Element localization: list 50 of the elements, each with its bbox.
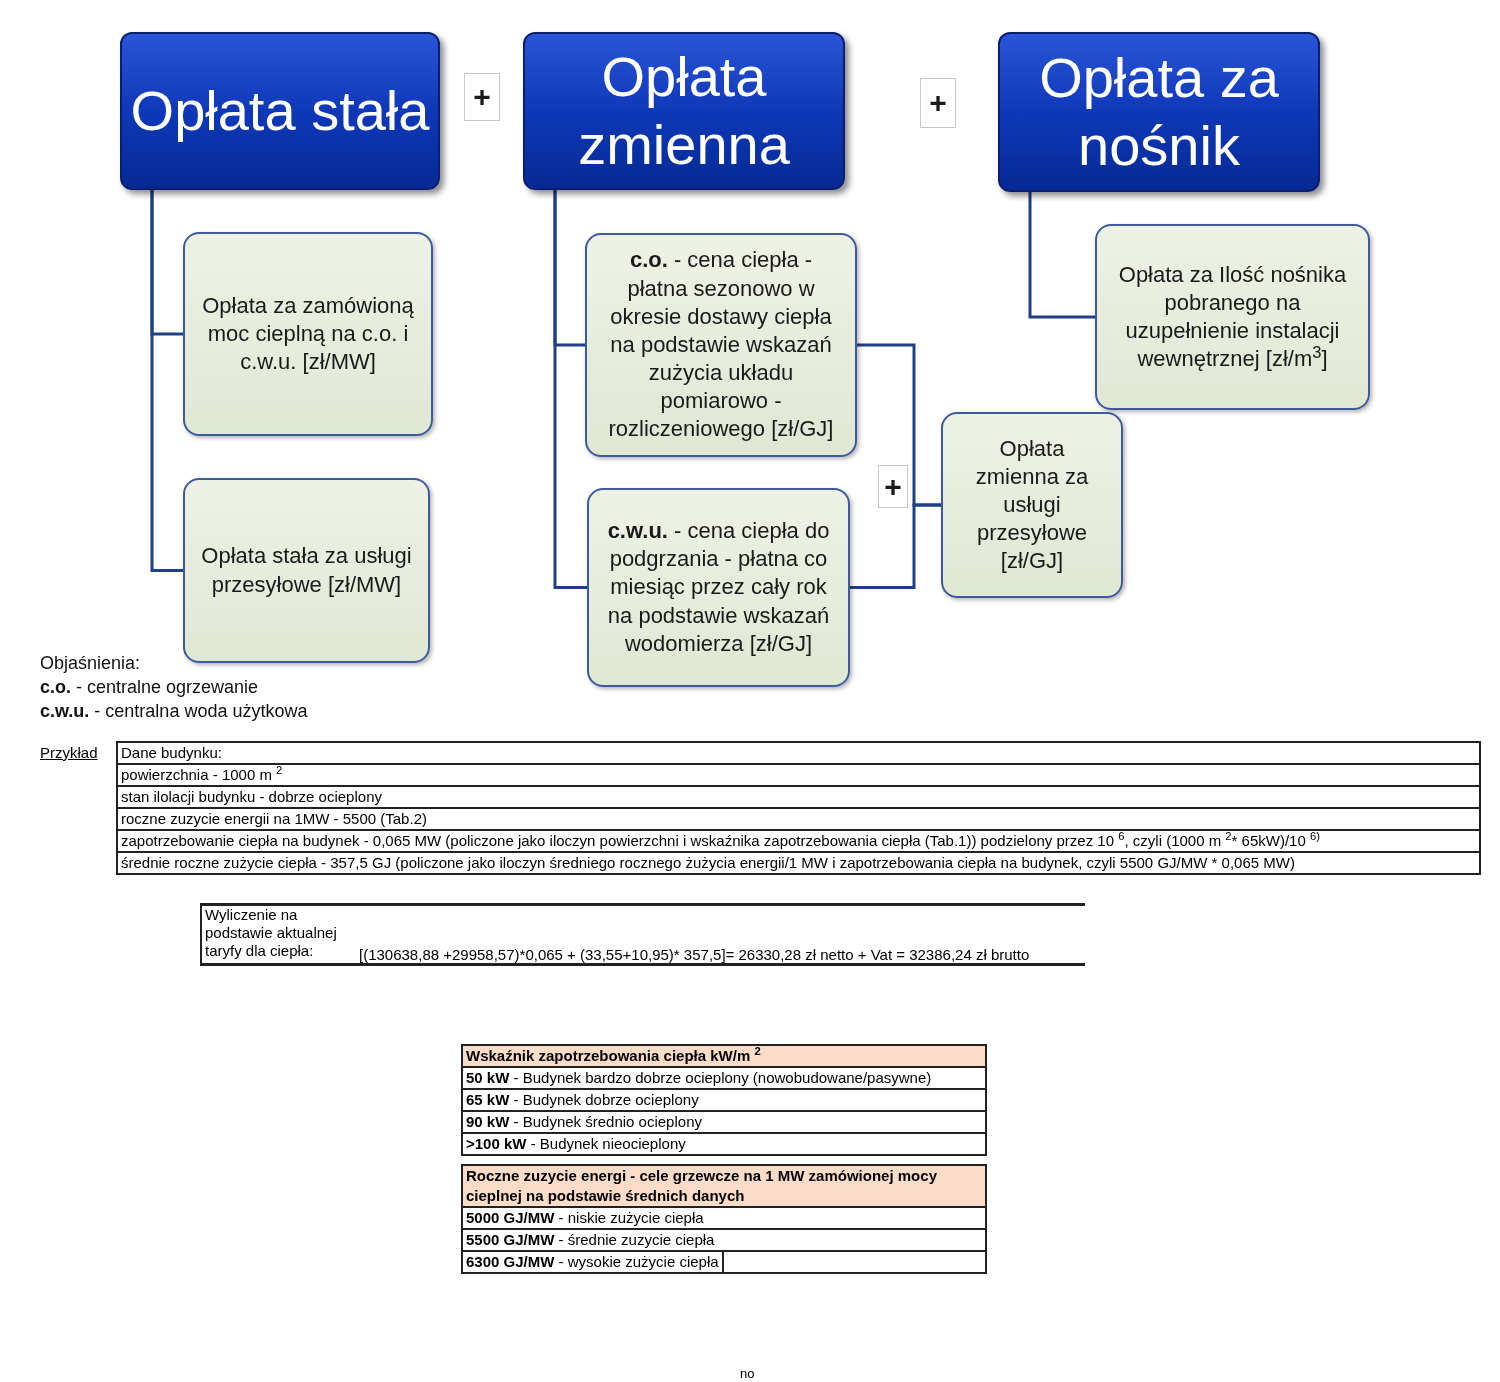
calculation-label: Wyliczenie na podstawie aktualnej taryfy dla ciepła: (205, 906, 338, 960)
header-box (120, 32, 440, 190)
plus-sign-box (878, 465, 908, 508)
process-box (941, 412, 1123, 598)
table-header: Roczne zuzycie energi - cele grzewcze na 1 MW zamówionej mocy cieplnej na podstawie średnich danych (463, 1166, 985, 1206)
table-cell: >100 kW - Budynek nieocieplony (463, 1132, 985, 1154)
table-cell: 6300 GJ/MW - wysokie zużycie ciepła (463, 1252, 724, 1272)
box-text: c.o. - cena ciepła - płatna sezonowo w okresie dostawy ciepła na podstawie wskazań zużycia układu pomiarowo - rozliczeniowego [zł/GJ] (607, 246, 835, 444)
process-box (183, 232, 433, 436)
table-cell: zapotrzebowanie ciepła na budynek - 0,065 MW (policzone jako iloczyn powierzchni i wskaźnika zapotrzebowania ciepła (Tab.1)) podzielony przez 10 $^{6}$, czyli (1000 m $^{2}$* 65kW)/10 $^{6)}$ (118, 829, 1479, 851)
box-text: Opłata stała (130, 77, 430, 144)
table-cell: 65 kW - Budynek dobrze ocieplony (463, 1088, 985, 1110)
table-cell: średnie roczne zużycie ciepła - 357,5 GJ (policzone jako iloczyn średniego rocznego żużycia energii/1 MW i zapotrzebowania ciepła na budynek, czyli 5500 GJ/MW * 0,065 MW) (118, 851, 1479, 873)
connector-line (850, 503, 941, 589)
section-label: Przykład (40, 743, 98, 763)
box-text: Opłata za zamówioną moc cieplną na c.o. i c.w.u. [zł/MW] (201, 291, 415, 377)
box-text: Opłata stała za usługi przesyłowe [zł/MW] (200, 542, 413, 599)
table-cell-text: 5000 GJ/MW - niskie zużycie ciepła (465, 1208, 705, 1228)
table-cell: 50 kW - Budynek bardzo dobrze ocieplony (nowobudowane/pasywne) (463, 1066, 985, 1088)
plus-sign: + (929, 88, 947, 118)
table-cell: powierzchnia - 1000 m $^{2}$ (118, 763, 1479, 785)
box-text: Opłata za Ilość nośnika pobranego na uzupełnienie instalacji wewnętrznej [zł/m$^{3}$] (1117, 260, 1348, 374)
connector-line (150, 190, 183, 572)
table-cell: 90 kW - Budynek średnio ocieplony (463, 1110, 985, 1132)
process-box (1095, 224, 1370, 410)
box-text: Opłata za nośnik (1038, 44, 1280, 179)
plus-sign: + (473, 82, 491, 112)
header-box (998, 32, 1320, 192)
table-header: Wskaźnik zapotrzebowania ciepła kW/m $^{2}$ (463, 1046, 985, 1066)
plus-sign-box (920, 78, 956, 128)
page-note: no (740, 1366, 755, 1381)
process-box (183, 478, 430, 663)
process-box (587, 488, 850, 687)
box-text: Opłata zmienna za usługi przesyłowe [zł/GJ] (974, 434, 1090, 576)
calculation-formula: [(130638,88 +29958,57)*0,065 + (33,55+10,95)* 357,5]= 26330,28 zł netto + Vat = 32386,24 zł brutto (359, 946, 1030, 964)
legend-note: Objaśnienia: (40, 652, 142, 675)
legend-note: c.o. - centralne ogrzewanie (40, 676, 260, 699)
plus-sign: + (884, 471, 902, 502)
header-box (523, 32, 845, 190)
table-cell-text: 5500 GJ/MW - średnie zuzycie ciepła (465, 1230, 716, 1250)
process-box (585, 233, 857, 457)
box-text: c.w.u. - cena ciepła do podgrzania - płatna co miesiąc przez cały rok na podstawie wskazań wodomierza [zł/GJ] (606, 517, 831, 658)
connector-line (1028, 192, 1095, 319)
connector-line (553, 190, 587, 589)
table-cell-text: Dane budynku: (120, 743, 223, 763)
box-text: Opłata zmienna (577, 43, 791, 178)
legend-note: c.w.u. - centralna woda użytkowa (40, 700, 308, 723)
table-cell: roczne zuzycie energii na 1MW - 5500 (Tab.2) (118, 807, 1479, 829)
plus-sign-box (464, 73, 500, 121)
table-cell: stan ilolacji budynku - dobrze ocieplony (118, 785, 1479, 807)
